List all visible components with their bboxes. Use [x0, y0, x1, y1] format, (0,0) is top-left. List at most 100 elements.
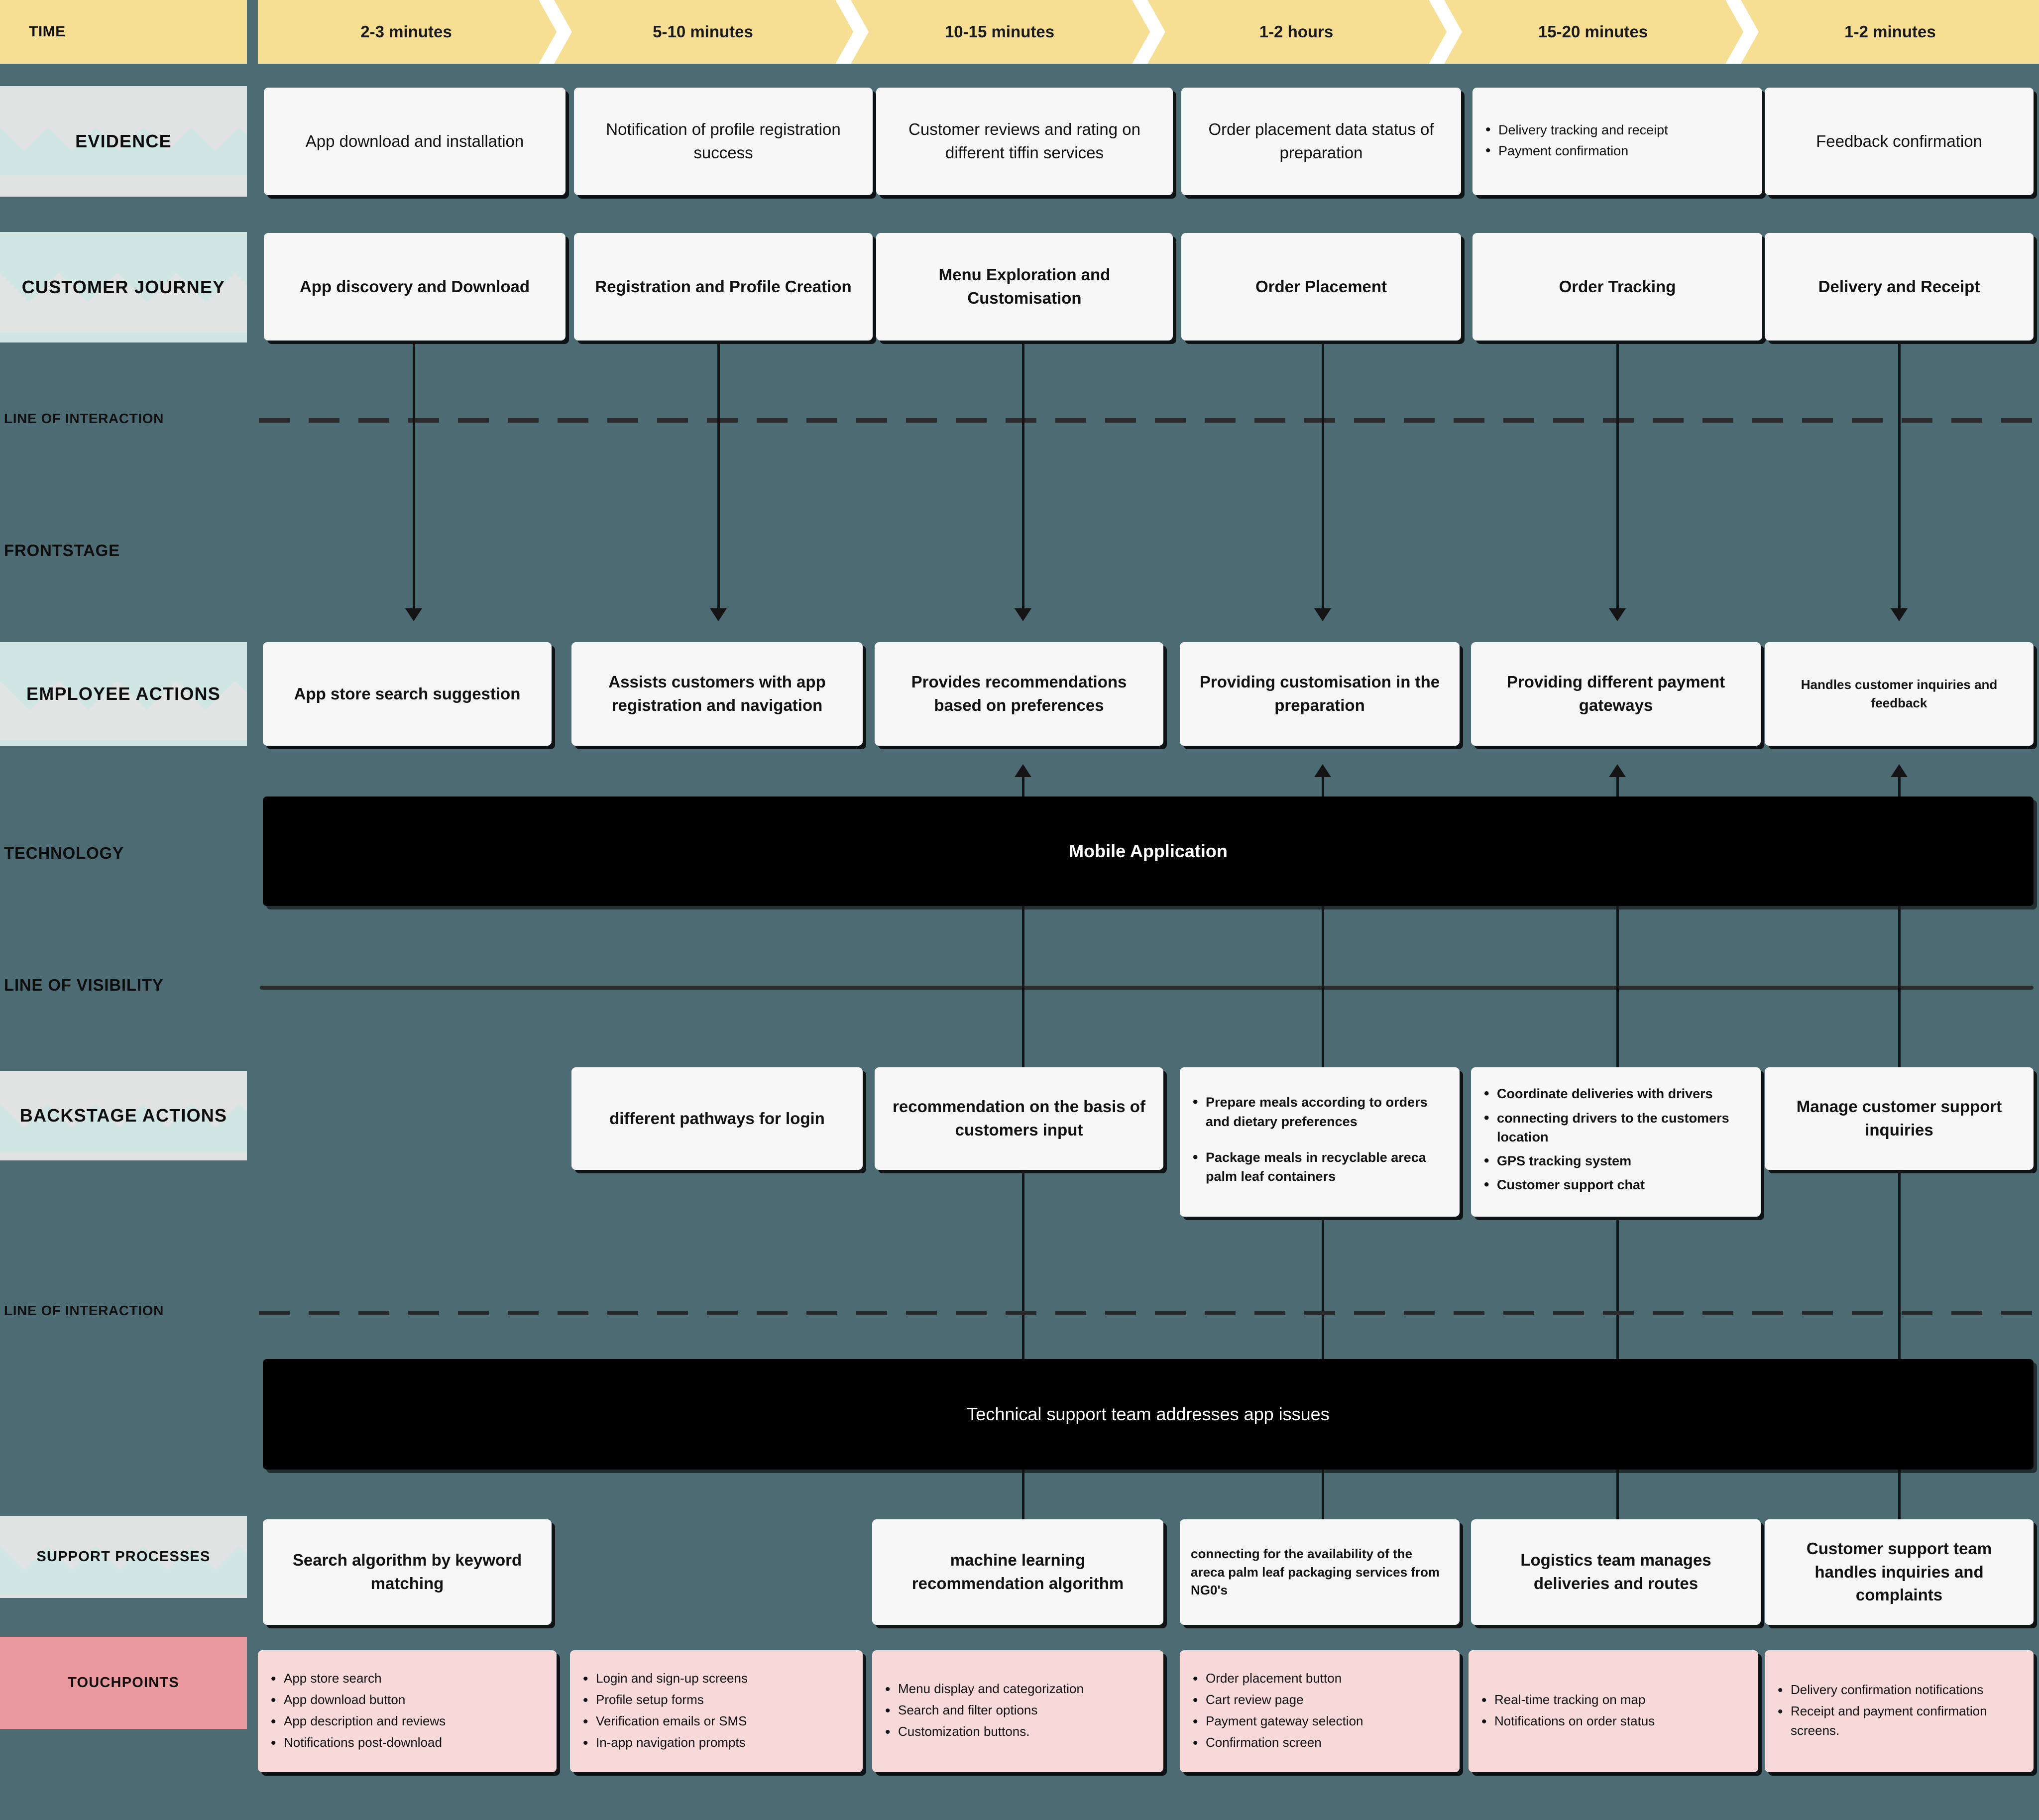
list-item: App description and reviews [269, 1710, 546, 1733]
employee-actions-card-4[interactable]: Providing customisation in the preparati… [1180, 642, 1460, 746]
connector-cj-to-ea-4 [1322, 342, 1324, 611]
employee-actions-card-6[interactable]: Handles customer inquiries and feedback [1765, 642, 2034, 746]
customer-journey-card-2[interactable]: Registration and Profile Creation [574, 233, 873, 341]
connector-tech-to-ea-5 [1616, 777, 1619, 815]
support-processes-card-4-text: connecting for the availability of the a… [1191, 1546, 1440, 1598]
customer-journey-card-3[interactable]: Menu Exploration and Customisation [876, 233, 1173, 341]
employee-actions-row-label: EMPLOYEE ACTIONS [26, 683, 221, 704]
backstage-card-5[interactable]: Coordinate deliveries with drivers conne… [1471, 1067, 1761, 1217]
support-processes-card-6[interactable]: Customer support team handles inquiries … [1765, 1519, 2034, 1625]
support-processes-card-3-text: machine learning recommendation algorith… [911, 1551, 1124, 1592]
evidence-card-3[interactable]: Customer reviews and rating on different… [876, 88, 1173, 195]
employee-actions-card-6-text: Handles customer inquiries and feedback [1801, 677, 1998, 710]
connector-tech-down-3 [1022, 906, 1024, 1082]
technical-support-bar[interactable]: Technical support team addresses app iss… [263, 1359, 2034, 1470]
customer-journey-card-1-text: App discovery and Download [299, 277, 530, 296]
employee-actions-card-3[interactable]: Provides recommendations based on prefer… [875, 642, 1163, 746]
customer-journey-row-label-cell: CUSTOMER JOURNEY [0, 232, 247, 342]
support-processes-card-4[interactable]: connecting for the availability of the a… [1180, 1519, 1460, 1625]
customer-journey-card-4-text: Order Placement [1255, 277, 1387, 296]
backstage-actions-row-label: BACKSTAGE ACTIONS [19, 1105, 227, 1126]
list-item: Cart review page [1191, 1689, 1449, 1711]
touchpoints-card-4-list: Order placement button Cart review page … [1191, 1668, 1449, 1754]
evidence-card-1[interactable]: App download and installation [264, 88, 566, 195]
time-cell-6: 1-2 minutes [1844, 22, 1936, 41]
backstage-card-4[interactable]: Prepare meals according to orders and di… [1180, 1067, 1460, 1217]
touchpoints-card-2-list: Login and sign-up screens Profile setup … [581, 1668, 852, 1754]
touchpoints-row-label-cell: TOUCHPOINTS [0, 1637, 247, 1729]
customer-journey-card-4[interactable]: Order Placement [1181, 233, 1461, 341]
support-processes-card-6-text: Customer support team handles inquiries … [1806, 1539, 1992, 1604]
employee-actions-row-label-cell: EMPLOYEE ACTIONS [0, 642, 247, 746]
customer-journey-card-6-text: Delivery and Receipt [1818, 277, 1980, 296]
list-item: Verification emails or SMS [581, 1710, 852, 1733]
arrowhead-up-6 [1891, 764, 1908, 777]
touchpoints-card-3[interactable]: Menu display and categorization Search a… [872, 1650, 1163, 1772]
list-item: Search and filter options [883, 1700, 1152, 1722]
customer-journey-card-1[interactable]: App discovery and Download [264, 233, 566, 341]
support-processes-card-1[interactable]: Search algorithm by keyword matching [263, 1519, 552, 1625]
evidence-card-4-text: Order placement data status of preparati… [1208, 120, 1434, 162]
time-cell-2: 5-10 minutes [653, 22, 753, 41]
touchpoints-card-2[interactable]: Login and sign-up screens Profile setup … [570, 1650, 863, 1772]
backstage-card-3[interactable]: recommendation on the basis of customers… [875, 1067, 1163, 1170]
evidence-row-label-cell: EVIDENCE [0, 86, 247, 197]
touchpoints-card-6[interactable]: Delivery confirmation notifications Rece… [1765, 1650, 2034, 1772]
technology-bar[interactable]: Mobile Application [263, 796, 2034, 906]
evidence-card-5-list: Delivery tracking and receipt Payment co… [1483, 119, 1751, 163]
technical-support-bar-text: Technical support team addresses app iss… [967, 1404, 1330, 1424]
evidence-card-4[interactable]: Order placement data status of preparati… [1181, 88, 1461, 195]
line-of-interaction-dashed-bottom [259, 1311, 2036, 1315]
customer-journey-card-5[interactable]: Order Tracking [1473, 233, 1762, 341]
connector-support-down-4 [1322, 1470, 1324, 1528]
support-processes-row-label: SUPPORT PROCESSES [36, 1549, 211, 1565]
evidence-card-6[interactable]: Feedback confirmation [1765, 88, 2034, 195]
employee-actions-card-2[interactable]: Assists customers with app registration … [571, 642, 863, 746]
list-item: Customer support chat [1482, 1174, 1750, 1196]
connector-backstage-down-5 [1616, 1217, 1619, 1369]
customer-journey-card-6[interactable]: Delivery and Receipt [1765, 233, 2034, 341]
employee-actions-card-2-text: Assists customers with app registration … [608, 673, 826, 714]
list-item: Profile setup forms [581, 1689, 852, 1711]
list-item: Prepare meals according to orders and di… [1191, 1092, 1449, 1131]
support-processes-card-3[interactable]: machine learning recommendation algorith… [872, 1519, 1163, 1625]
arrowhead-down-2 [710, 608, 727, 621]
list-item: Notifications on order status [1479, 1710, 1747, 1733]
customer-journey-label-decoration [0, 274, 247, 342]
employee-actions-card-5-text: Providing different payment gateways [1506, 673, 1725, 714]
list-item: Payment gateway selection [1191, 1710, 1449, 1733]
arrowhead-up-5 [1609, 764, 1626, 777]
evidence-row-label: EVIDENCE [75, 130, 172, 151]
backstage-card-3-text: recommendation on the basis of customers… [893, 1097, 1145, 1139]
arrowhead-down-4 [1314, 608, 1331, 621]
time-row-label: TIME [29, 23, 66, 40]
touchpoints-card-4[interactable]: Order placement button Cart review page … [1180, 1650, 1460, 1772]
backstage-actions-label-decoration [0, 1105, 247, 1160]
line-of-interaction-label-top: LINE OF INTERACTION [4, 411, 164, 426]
list-item: connecting drivers to the customers loca… [1482, 1108, 1750, 1147]
connector-backstage-down-4 [1322, 1217, 1324, 1369]
touchpoints-card-1[interactable]: App store search App download button App… [258, 1650, 557, 1772]
employee-actions-label-decoration [0, 682, 247, 746]
list-item: Payment confirmation [1483, 140, 1751, 162]
backstage-card-6[interactable]: Manage customer support inquiries [1765, 1067, 2034, 1170]
connector-tech-to-ea-6 [1898, 777, 1901, 815]
employee-actions-card-5[interactable]: Providing different payment gateways [1471, 642, 1761, 746]
backstage-card-2[interactable]: different pathways for login [571, 1067, 863, 1170]
time-row-label-cell: TIME [0, 0, 247, 64]
backstage-card-2-text: different pathways for login [609, 1109, 825, 1128]
support-processes-label-decoration [0, 1547, 247, 1598]
evidence-card-5[interactable]: Delivery tracking and receipt Payment co… [1473, 88, 1762, 195]
list-item: Delivery confirmation notifications [1776, 1679, 2023, 1702]
list-item: Receipt and payment confirmation screens… [1776, 1701, 2023, 1740]
employee-actions-card-4-text: Providing customisation in the preparati… [1199, 673, 1440, 714]
evidence-card-2[interactable]: Notification of profile registration suc… [574, 88, 873, 195]
support-processes-card-5[interactable]: Logistics team manages deliveries and ro… [1471, 1519, 1761, 1625]
list-item: Order placement button [1191, 1668, 1449, 1690]
touchpoints-card-3-list: Menu display and categorization Search a… [883, 1678, 1152, 1743]
touchpoints-card-5[interactable]: Real-time tracking on map Notifications … [1469, 1650, 1758, 1772]
line-of-visibility-label: LINE OF VISIBILITY [4, 976, 164, 994]
employee-actions-card-1[interactable]: App store search suggestion [263, 642, 552, 746]
evidence-card-2-text: Notification of profile registration suc… [606, 120, 841, 162]
